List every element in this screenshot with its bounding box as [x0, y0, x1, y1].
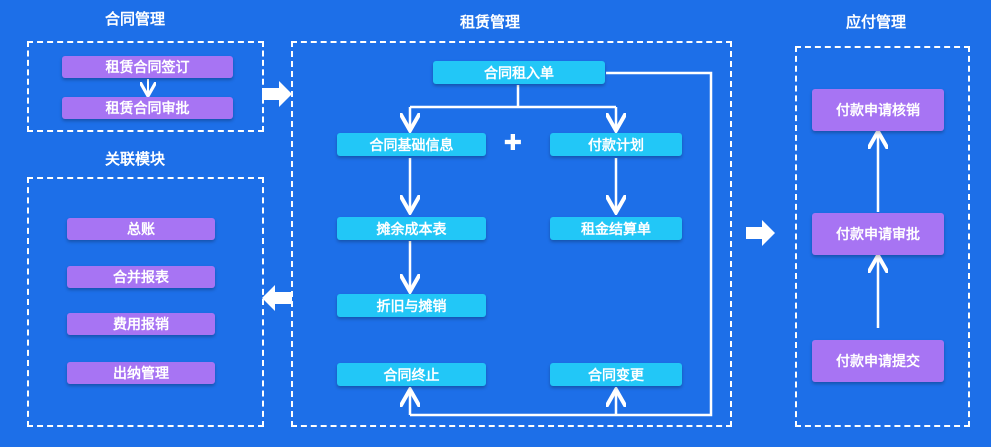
line-loop-right — [410, 71, 713, 417]
lease-mgmt-panel — [291, 41, 732, 427]
contract-mgmt-title: 合同管理 — [104, 10, 165, 28]
lease-contract-sign-box[interactable]: 租赁合同签订 — [62, 56, 233, 78]
lease-contract-approve-box[interactable]: 租赁合同审批 — [62, 97, 233, 119]
block-arrow-lease-to-related — [262, 285, 292, 311]
lease-in-box[interactable]: 合同租入单 — [433, 61, 605, 84]
contract-mgmt-panel — [27, 41, 264, 132]
payable-mgmt-panel — [795, 46, 970, 427]
base-info-box[interactable]: 合同基础信息 — [337, 133, 486, 156]
related-modules-title: 关联模块 — [104, 150, 165, 168]
related-module-expense-reimbursement[interactable]: 费用报销 — [67, 313, 215, 335]
change-box[interactable]: 合同变更 — [550, 363, 682, 386]
payable-mgmt-title: 应付管理 — [845, 13, 906, 31]
payment-plan-box[interactable]: 付款计划 — [550, 133, 682, 156]
related-module-general-ledger[interactable]: 总账 — [67, 218, 215, 240]
related-module-consolidated-report[interactable]: 合并报表 — [67, 266, 215, 288]
depreciation-box[interactable]: 折旧与摊销 — [337, 294, 486, 317]
amortization-table-box[interactable]: 摊余成本表 — [337, 217, 486, 240]
payment-submit-box[interactable]: 付款申请提交 — [812, 340, 944, 382]
related-modules-panel — [27, 177, 264, 427]
lease-mgmt-title: 租赁管理 — [459, 13, 520, 31]
payment-verify-box[interactable]: 付款申请核销 — [812, 89, 944, 131]
related-module-cashier-mgmt[interactable]: 出纳管理 — [67, 362, 215, 384]
block-arrow-lease-to-payable — [746, 220, 775, 246]
block-arrow-contract-to-lease — [262, 81, 292, 107]
payment-approve-box[interactable]: 付款申请审批 — [812, 213, 944, 255]
termination-box[interactable]: 合同终止 — [337, 363, 486, 386]
rent-settlement-box[interactable]: 租金结算单 — [550, 217, 682, 240]
plus-icon: ✚ — [503, 131, 523, 156]
